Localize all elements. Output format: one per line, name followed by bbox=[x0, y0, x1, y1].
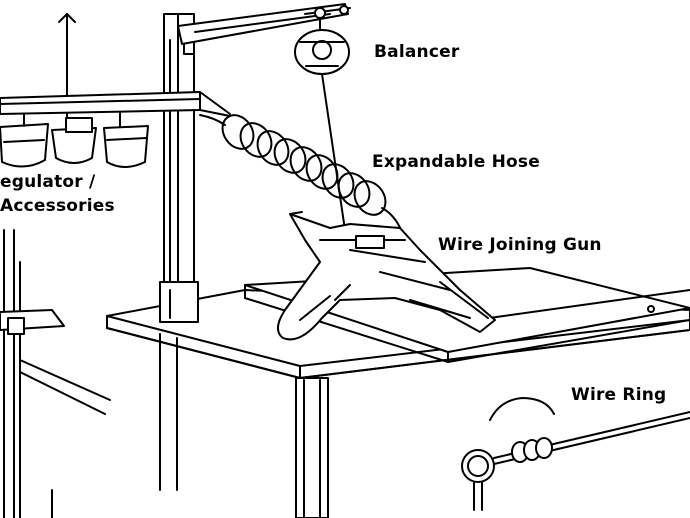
label-balancer: Balancer bbox=[374, 42, 460, 62]
label-wire-joining-gun: Wire Joining Gun bbox=[438, 235, 602, 255]
label-regulator: egulator / bbox=[0, 172, 96, 192]
regulator-units bbox=[0, 112, 148, 167]
horizontal-bar bbox=[0, 92, 230, 116]
label-wire-ring: Wire Ring bbox=[571, 385, 667, 405]
left-stand bbox=[0, 230, 110, 518]
label-accessories: Accessories bbox=[0, 196, 115, 216]
vertical-column bbox=[160, 14, 198, 322]
wire-joining-gun bbox=[278, 212, 495, 339]
balancer-arm bbox=[178, 4, 350, 44]
balancer-device bbox=[295, 18, 349, 230]
label-expandable-hose: Expandable Hose bbox=[372, 152, 540, 172]
wire-ring-illustration bbox=[462, 398, 690, 510]
